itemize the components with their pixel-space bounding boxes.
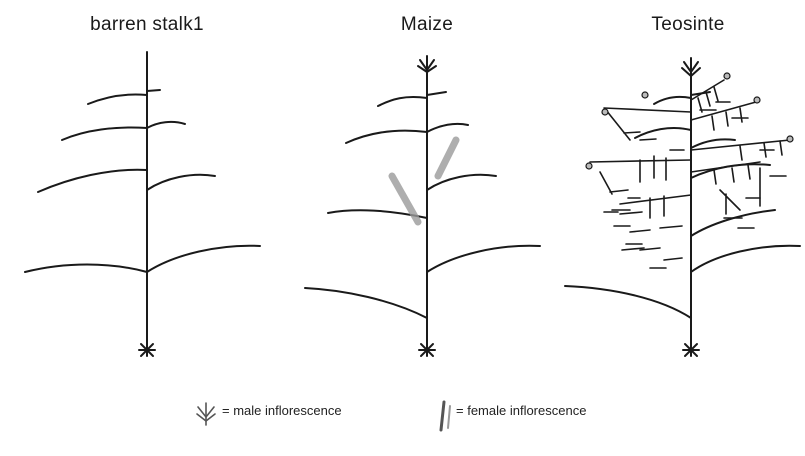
legend-male-symbol — [197, 403, 215, 425]
leaves — [565, 92, 800, 318]
leaves — [305, 92, 540, 318]
ear-icon — [604, 102, 786, 268]
root-icon — [683, 340, 699, 356]
barren-stalk-plant — [25, 52, 260, 356]
legend-female-label: = female inflorescence — [456, 403, 586, 418]
leaves — [25, 90, 260, 272]
root-icon — [139, 340, 155, 356]
tassel-icon — [682, 58, 700, 78]
teosinte-plant — [565, 58, 800, 356]
legend-female-symbol — [441, 402, 450, 430]
root-icon — [419, 340, 435, 356]
branches-right — [691, 80, 790, 214]
tassel-icon — [418, 56, 436, 74]
branches-left — [590, 108, 691, 260]
legend-male-label: = male inflorescence — [222, 403, 342, 418]
tassel-icon — [586, 73, 793, 169]
maize-plant — [305, 56, 540, 356]
